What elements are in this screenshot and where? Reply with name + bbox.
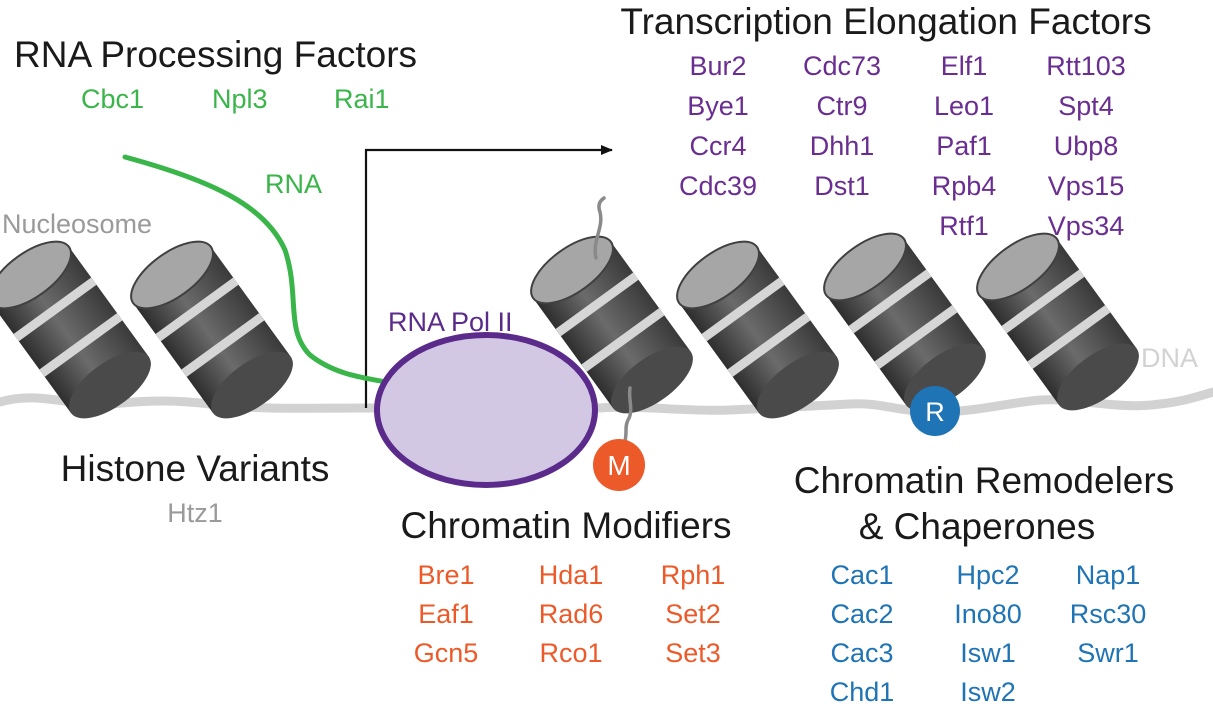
gene-label: Ccr4 — [689, 131, 746, 161]
gene-label: Leo1 — [934, 91, 994, 121]
gene-label: Vps15 — [1048, 171, 1125, 201]
nucleosome — [823, 232, 986, 411]
gene-label: Rtf1 — [939, 211, 989, 241]
remodelers-title-line2: & Chaperones — [859, 506, 1096, 547]
elongation-gene-column: Elf1 Leo1 Paf1 Rpb4 Rtf1 — [932, 51, 997, 241]
remodelers-gene-column: Cac1 Cac2 Cac3 Chd1 — [830, 560, 895, 707]
histone-tail-top — [593, 196, 606, 260]
rna-strand — [122, 154, 395, 386]
remodeler-badge-letter: R — [925, 397, 945, 427]
gene-label: Ctr9 — [816, 91, 867, 121]
gene-label: Swr1 — [1077, 638, 1139, 668]
nucleosome — [130, 240, 293, 419]
rna-pol-label: RNA Pol II — [388, 307, 513, 337]
gene-label: Rtt103 — [1046, 51, 1126, 81]
modifiers-gene-column: Bre1 Eaf1 Gcn5 — [414, 560, 479, 668]
transcription-arrow — [364, 145, 613, 408]
gene-label: Cdc73 — [803, 51, 881, 81]
rna-pol-ii — [374, 332, 598, 488]
gene-label: Bre1 — [417, 560, 474, 590]
gene-label: Bur2 — [689, 51, 746, 81]
modifiers-title: Chromatin Modifiers — [400, 505, 731, 546]
gene-label: Dhh1 — [810, 131, 875, 161]
gene-label: Eaf1 — [418, 599, 474, 629]
gene-label: Cac3 — [830, 638, 893, 668]
gene-label: Rsc30 — [1070, 599, 1147, 629]
nucleosome — [530, 235, 693, 414]
gene-label: Hda1 — [539, 560, 604, 590]
elongation-title: Transcription Elongation Factors — [620, 1, 1151, 42]
modifier-badge: M — [593, 439, 645, 491]
gene-label: Bye1 — [687, 91, 749, 121]
gene-label: Cac1 — [830, 560, 893, 590]
remodeler-badge: R — [910, 386, 960, 436]
modifier-badge-letter: M — [607, 450, 630, 481]
rna-processing-title: RNA Processing Factors — [14, 34, 417, 75]
gene-label: Isw1 — [960, 638, 1016, 668]
gene-label: Chd1 — [830, 677, 895, 707]
gene-label: Npl3 — [212, 84, 268, 114]
gene-label: Cbc1 — [81, 84, 144, 114]
gene-label: Elf1 — [941, 51, 988, 81]
gene-label: Rai1 — [334, 84, 390, 114]
gene-label: Cdc39 — [679, 171, 757, 201]
gene-label: Ubp8 — [1054, 131, 1119, 161]
nucleosome — [676, 240, 839, 419]
modifiers-gene-column: Rph1 Set2 Set3 — [661, 560, 726, 668]
histone-variants-title: Histone Variants — [61, 448, 330, 489]
gene-label: Rad6 — [539, 599, 604, 629]
gene-label: Gcn5 — [414, 638, 479, 668]
elongation-gene-column: Bur2 Bye1 Ccr4 Cdc39 — [679, 51, 757, 201]
gene-label: Rco1 — [539, 638, 602, 668]
nucleosome — [0, 240, 151, 419]
gene-label: Rpb4 — [932, 171, 997, 201]
gene-label: Set2 — [665, 599, 721, 629]
gene-label: Vps34 — [1048, 211, 1125, 241]
gene-label: Dst1 — [814, 171, 870, 201]
remodelers-gene-column: Hpc2 Ino80 Isw1 Isw2 — [954, 560, 1022, 707]
elongation-gene-column: Cdc73 Ctr9 Dhh1 Dst1 — [803, 51, 881, 201]
elongation-gene-column: Rtt103 Spt4 Ubp8 Vps15 Vps34 — [1046, 51, 1126, 241]
gene-label: Set3 — [665, 638, 721, 668]
remodelers-gene-column: Nap1 Rsc30 Swr1 — [1070, 560, 1147, 668]
gene-label: Paf1 — [936, 131, 992, 161]
gene-label: Hpc2 — [956, 560, 1019, 590]
modifiers-gene-column: Hda1 Rad6 Rco1 — [539, 560, 604, 668]
histone-tail-bottom — [622, 386, 633, 446]
gene-label: Spt4 — [1058, 91, 1114, 121]
gene-label: Cac2 — [830, 599, 893, 629]
dna-label: DNA — [1141, 343, 1198, 373]
nucleosome — [976, 232, 1139, 411]
remodelers-title-line1: Chromatin Remodelers — [794, 460, 1174, 501]
gene-label: Isw2 — [960, 677, 1016, 707]
gene-label: Ino80 — [954, 599, 1022, 629]
gene-label: Htz1 — [167, 498, 223, 528]
gene-label: Nap1 — [1076, 560, 1141, 590]
nucleosome-label: Nucleosome — [2, 209, 152, 239]
gene-label: Rph1 — [661, 560, 726, 590]
rna-label: RNA — [265, 169, 322, 199]
